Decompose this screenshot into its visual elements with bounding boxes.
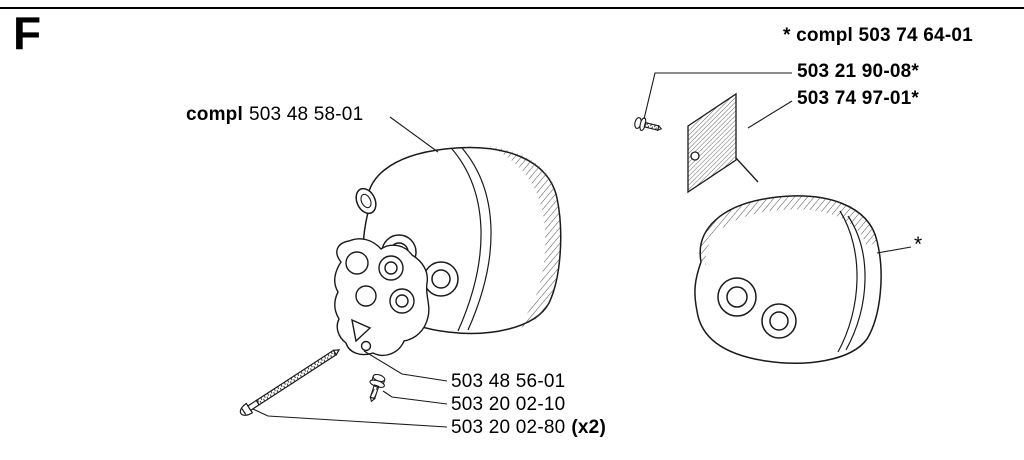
label-bolt: 503 20 02-80(x2) (451, 417, 606, 439)
leader-muffler-assembly (389, 116, 439, 153)
muffler-assembled-seam-1 (837, 210, 858, 353)
label-bolt-number: 503 20 02-80 (451, 417, 566, 438)
bolt-head-slot (241, 408, 247, 415)
leader-spark-arrestor-screw (643, 72, 792, 120)
muffler-port-lower (423, 261, 459, 297)
leader-screw (382, 390, 448, 405)
label-bolt-quantity: (x2) (571, 417, 606, 438)
muffler-seam-line-2 (461, 147, 492, 331)
screen-outline (687, 92, 737, 194)
muffler-assembled-port-upper (717, 277, 757, 317)
gasket-hole-3-inner (395, 294, 409, 308)
muffler-assembled-outline (694, 195, 882, 364)
screw-drawing (369, 373, 386, 403)
muffler-seam-line-1 (451, 148, 482, 332)
muffler-assembled-top-hatching (700, 195, 877, 265)
bolt-drawing (239, 349, 341, 416)
muffler-assembled-port-lower-inner (769, 311, 789, 331)
muffler-assembled-seam-2 (845, 215, 866, 351)
sa-screw-tip (657, 124, 663, 132)
gasket-tab-hole (360, 340, 372, 352)
label-gasket: 503 48 56-01 (451, 371, 566, 392)
gasket-hole-4 (355, 285, 377, 307)
leader-lines (252, 72, 912, 428)
label-spark-arrestor-screen: 503 74 97-01* (797, 88, 919, 109)
gasket-triangle-hole (351, 318, 372, 343)
leader-bolt (252, 408, 448, 428)
label-muffler-assembly-prefix: compl (186, 104, 243, 125)
bolt-head (239, 402, 254, 416)
gasket-hole-2-inner (384, 261, 398, 275)
bolt-tip (332, 349, 341, 356)
label-screw: 503 20 02-10 (451, 394, 566, 415)
screen-screw-hole (690, 151, 700, 161)
muffler-assembled-drawing (694, 195, 882, 364)
bolt-threads (255, 349, 338, 406)
muffler-inlet-stub-inner (360, 193, 372, 209)
gasket-drawing (334, 238, 430, 357)
label-muffler-assembly-number: 503 48 58-01 (248, 104, 364, 125)
leader-gasket (363, 350, 448, 382)
screw-threads (369, 384, 380, 400)
muffler-assembled-port-upper-inner (726, 286, 748, 308)
screen-pointer-line (735, 157, 759, 183)
muffler-inlet-stub (355, 187, 377, 215)
label-muffler-assembly-complete: * compl 503 74 64-01 (783, 25, 973, 46)
muffler-end-hatching (488, 146, 561, 330)
top-border-rule (0, 7, 1024, 9)
leader-spark-arrestor-screen (747, 100, 793, 129)
label-spark-arrestor-screw: 503 21 90-08* (797, 61, 919, 82)
muffler-port-lower-inner (431, 269, 451, 289)
label-variant-marker: * (914, 233, 923, 256)
spark-arrestor-screen-drawing (687, 92, 759, 194)
section-letter: F (13, 7, 42, 59)
screw-tip (369, 396, 376, 403)
spark-arrestor-screw-drawing (634, 117, 663, 132)
leader-variant-marker (876, 246, 912, 254)
sa-screw-threads (643, 121, 660, 131)
muffler-assembled-port-lower (761, 303, 797, 339)
gasket-hole-1 (345, 251, 369, 275)
